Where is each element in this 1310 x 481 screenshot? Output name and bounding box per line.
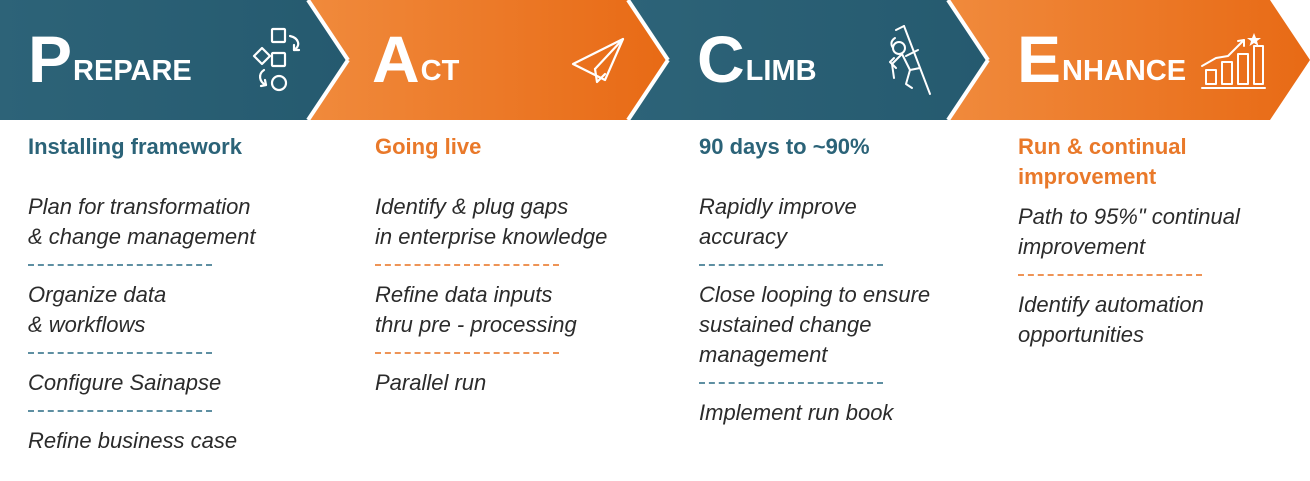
dashed-divider xyxy=(699,264,883,266)
list-item: Identify automation opportunities xyxy=(1018,292,1204,347)
dashed-divider xyxy=(28,264,212,266)
column-subtitle: 90 days to ~90% xyxy=(699,134,870,159)
column-subtitle: Installing framework xyxy=(28,134,242,159)
column-enhance: Run & continual improvement Path to 95%"… xyxy=(1018,132,1310,350)
list-item: Refine business case xyxy=(28,428,238,453)
title-rest: LIMB xyxy=(745,55,817,87)
list-item: Refine data inputs thru pre - processing xyxy=(375,282,577,337)
paper-plane-icon xyxy=(571,37,625,84)
list-item: Identify & plug gaps in enterprise knowl… xyxy=(375,194,608,249)
growth-chart-icon xyxy=(1201,33,1266,89)
dashed-divider xyxy=(28,352,212,354)
dashed-divider xyxy=(375,352,559,354)
title-rest: NHANCE xyxy=(1062,55,1187,87)
list-item: Parallel run xyxy=(375,370,487,395)
dashed-divider xyxy=(1018,274,1202,276)
shapes-workflow-icon xyxy=(252,27,301,92)
column-subtitle: Run & continual improvement xyxy=(1018,134,1187,189)
dashed-divider xyxy=(699,382,883,384)
dashed-divider xyxy=(375,264,559,266)
title-initial: E xyxy=(1017,22,1061,96)
act-arrow xyxy=(308,0,668,120)
list-item: Plan for transformation & change managem… xyxy=(28,194,256,249)
column-climb: 90 days to ~90% Rapidly improve accuracy… xyxy=(699,132,999,428)
title-rest: REPARE xyxy=(73,55,192,87)
list-item: Implement run book xyxy=(699,400,894,425)
climber-icon xyxy=(889,25,931,95)
column-act: Going live Identify & plug gaps in enter… xyxy=(375,132,675,398)
list-item: Organize data & workflows xyxy=(28,282,167,337)
list-item: Configure Sainapse xyxy=(28,370,222,395)
list-item: Rapidly improve accuracy xyxy=(699,194,857,249)
column-prepare: Installing framework Plan for transforma… xyxy=(28,132,328,456)
title-initial: P xyxy=(28,22,72,96)
prepare-arrow xyxy=(0,0,348,120)
enhance-arrow xyxy=(948,0,1310,120)
star-icon xyxy=(1247,33,1261,46)
list-item: Close looping to ensure sustained change… xyxy=(699,282,931,367)
dashed-divider xyxy=(28,410,212,412)
title-initial: C xyxy=(697,22,745,96)
list-item: Path to 95%" continual improvement xyxy=(1018,204,1240,259)
column-subtitle: Going live xyxy=(375,134,482,159)
title-initial: A xyxy=(372,22,420,96)
title-rest: CT xyxy=(420,55,460,87)
